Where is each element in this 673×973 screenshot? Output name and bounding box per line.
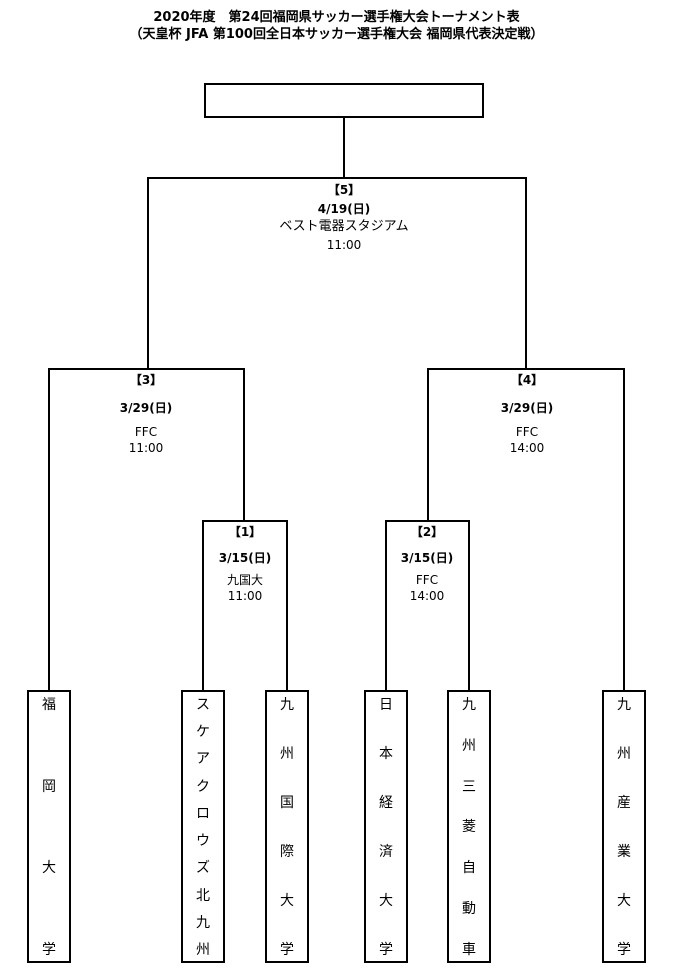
team-name-char: 国 xyxy=(280,795,294,811)
team-box-kyushu-sangyo-univ: 九州産業大学 xyxy=(602,690,646,963)
team-name-char: 本 xyxy=(379,746,393,762)
team-name-char: 産 xyxy=(617,795,631,811)
team-name: 日本経済大学 xyxy=(366,696,406,959)
team-name-char: 州 xyxy=(617,746,631,762)
match-2-info: 【2】 3/15(日) FFC 14:00 xyxy=(377,522,477,604)
match-date: 3/29(日) xyxy=(119,401,173,415)
match-venue: FFC xyxy=(415,573,439,587)
match-date: 3/29(日) xyxy=(500,401,554,415)
champion-box xyxy=(204,83,484,118)
match-date: 3/15(日) xyxy=(400,551,454,565)
semifinal-right-bracket xyxy=(427,368,625,690)
team-name-char: 大 xyxy=(379,893,393,909)
match-venue: FFC xyxy=(134,425,158,439)
match-venue: ベスト電器スタジアム xyxy=(279,219,409,234)
semifinal-left-bracket xyxy=(48,368,245,690)
match-venue: 九国大 xyxy=(226,573,263,587)
team-name-char: 学 xyxy=(42,941,56,958)
team-name-char: 菱 xyxy=(462,819,476,836)
team-name-char: 経 xyxy=(379,795,393,811)
team-name: 九州産業大学 xyxy=(604,696,644,959)
team-name: 福岡大学 xyxy=(29,696,69,959)
round1-right-bracket xyxy=(385,520,470,690)
team-name-char: 九 xyxy=(280,697,294,713)
team-box-kyushu-mitsubishi: 九州三菱自動車 xyxy=(447,690,491,963)
team-box-scarecrows-kitakyushu: スケアクロウズ北九州 xyxy=(181,690,225,963)
team-name: 九州国際大学 xyxy=(267,696,307,959)
team-name-char: 済 xyxy=(379,844,393,860)
team-name-char: 学 xyxy=(280,942,294,958)
team-name-char: ク xyxy=(196,778,210,795)
match-time: 11:00 xyxy=(128,441,164,455)
team-name-char: 州 xyxy=(462,737,476,754)
team-name: 九州三菱自動車 xyxy=(449,696,489,959)
match-venue: FFC xyxy=(515,425,539,439)
team-name-char: 三 xyxy=(462,778,476,795)
team-name-char: 九 xyxy=(462,697,476,713)
team-box-kyushu-kokusai-univ: 九州国際大学 xyxy=(265,690,309,963)
team-name-char: 大 xyxy=(42,860,56,877)
team-name-char: 九 xyxy=(196,914,210,931)
match-time: 11:00 xyxy=(326,238,362,252)
team-box-nihon-keizai-univ: 日本経済大学 xyxy=(364,690,408,963)
team-name-char: 北 xyxy=(196,887,210,904)
page-subtitle: （天皇杯 JFA 第100回全日本サッカー選手権大会 福岡県代表決定戦） xyxy=(129,27,544,42)
team-name-char: 業 xyxy=(617,844,631,860)
round1-left-bracket xyxy=(202,520,288,690)
team-name-char: 大 xyxy=(280,893,294,909)
team-name-char: ウ xyxy=(196,833,210,850)
team-name-char: ケ xyxy=(196,724,210,741)
team-name-char: 車 xyxy=(462,941,476,958)
team-name-char: 州 xyxy=(280,746,294,762)
team-name-char: 学 xyxy=(617,942,631,958)
team-name-char: 日 xyxy=(379,697,393,713)
match-date: 3/15(日) xyxy=(218,551,272,565)
team-name-char: ア xyxy=(196,751,210,768)
team-name-char: ロ xyxy=(196,805,210,822)
team-name: スケアクロウズ北九州 xyxy=(183,696,223,959)
team-name-char: 動 xyxy=(462,901,476,918)
page-title: 2020年度 第24回福岡県サッカー選手権大会トーナメント表 xyxy=(153,10,520,25)
team-name-char: 岡 xyxy=(42,778,56,795)
team-box-fukuoka-univ: 福岡大学 xyxy=(27,690,71,963)
match-number: 【1】 xyxy=(228,525,262,539)
team-name-char: 州 xyxy=(196,941,210,958)
match-time: 14:00 xyxy=(409,589,445,603)
team-name-char: 学 xyxy=(379,942,393,958)
match-number: 【3】 xyxy=(129,373,163,387)
match-date: 4/19(日) xyxy=(317,202,371,216)
team-name-char: 福 xyxy=(42,697,56,713)
match-number: 【4】 xyxy=(510,373,544,387)
match-1-info: 【1】 3/15(日) 九国大 11:00 xyxy=(195,522,295,604)
match-time: 11:00 xyxy=(227,589,263,603)
match-5-info: 【5】 4/19(日) ベスト電器スタジアム 11:00 xyxy=(244,180,444,254)
match-number: 【2】 xyxy=(410,525,444,539)
match-number: 【5】 xyxy=(327,183,361,197)
final-bracket xyxy=(147,177,527,369)
team-name-char: 九 xyxy=(617,697,631,713)
match-4-info: 【4】 3/29(日) FFC 14:00 xyxy=(467,370,587,456)
team-name-char: ズ xyxy=(196,860,210,877)
team-name-char: 大 xyxy=(617,893,631,909)
team-name-char: ス xyxy=(196,697,210,713)
match-time: 14:00 xyxy=(509,441,545,455)
team-name-char: 自 xyxy=(462,860,476,877)
team-name-char: 際 xyxy=(280,844,294,860)
match-3-info: 【3】 3/29(日) FFC 11:00 xyxy=(86,370,206,456)
